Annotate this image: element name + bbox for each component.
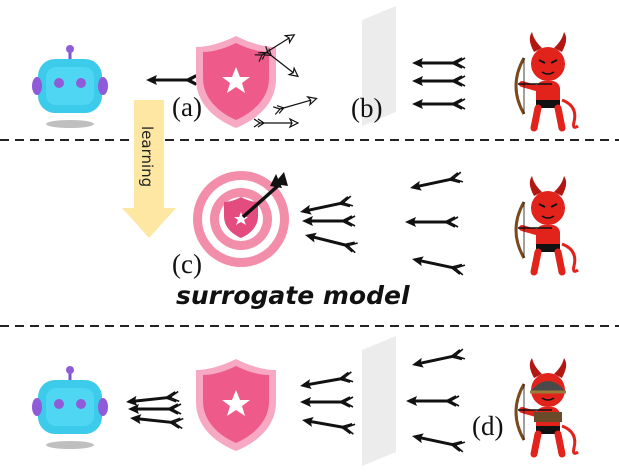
target-icon xyxy=(193,171,289,267)
label-c: (c) xyxy=(172,249,202,279)
robot-icon xyxy=(30,364,110,451)
arrow-icon xyxy=(297,194,355,219)
surrogate-model-label: surrogate model xyxy=(176,281,410,310)
arrow-icon xyxy=(302,228,360,255)
label-d: (d) xyxy=(472,411,503,441)
svg-text:learning: learning xyxy=(138,126,156,187)
arrow-icon xyxy=(123,389,181,409)
robot-icon xyxy=(30,43,110,130)
arrow-icon xyxy=(409,252,467,277)
arrow-icon xyxy=(410,97,467,111)
arrow-icon xyxy=(144,73,201,87)
devil-archer-helmet-icon xyxy=(516,358,578,454)
arrow-icon xyxy=(410,56,467,70)
devil-archer-icon xyxy=(516,32,578,128)
learning-arrow: learning xyxy=(122,100,176,238)
arrow-icon xyxy=(407,170,465,195)
arrow-icon xyxy=(404,394,461,408)
devil-archer-icon xyxy=(516,176,578,272)
arrow-icon xyxy=(126,402,183,416)
arrow-icon xyxy=(300,214,357,228)
arrow-icon xyxy=(403,215,460,229)
label-b: (b) xyxy=(351,93,382,123)
arrow-icon xyxy=(298,395,355,409)
shield-icon xyxy=(196,36,276,128)
wall-panel xyxy=(362,6,396,126)
arrow-icon xyxy=(297,370,355,393)
wall-panel xyxy=(362,336,396,466)
arrow-icon xyxy=(127,411,185,431)
arrow-icon xyxy=(299,413,357,436)
arrow-icon xyxy=(409,347,467,372)
label-a: (a) xyxy=(172,92,202,122)
arrow-icon xyxy=(410,74,467,88)
shield-icon xyxy=(196,359,276,451)
arrow-icon xyxy=(409,429,467,454)
